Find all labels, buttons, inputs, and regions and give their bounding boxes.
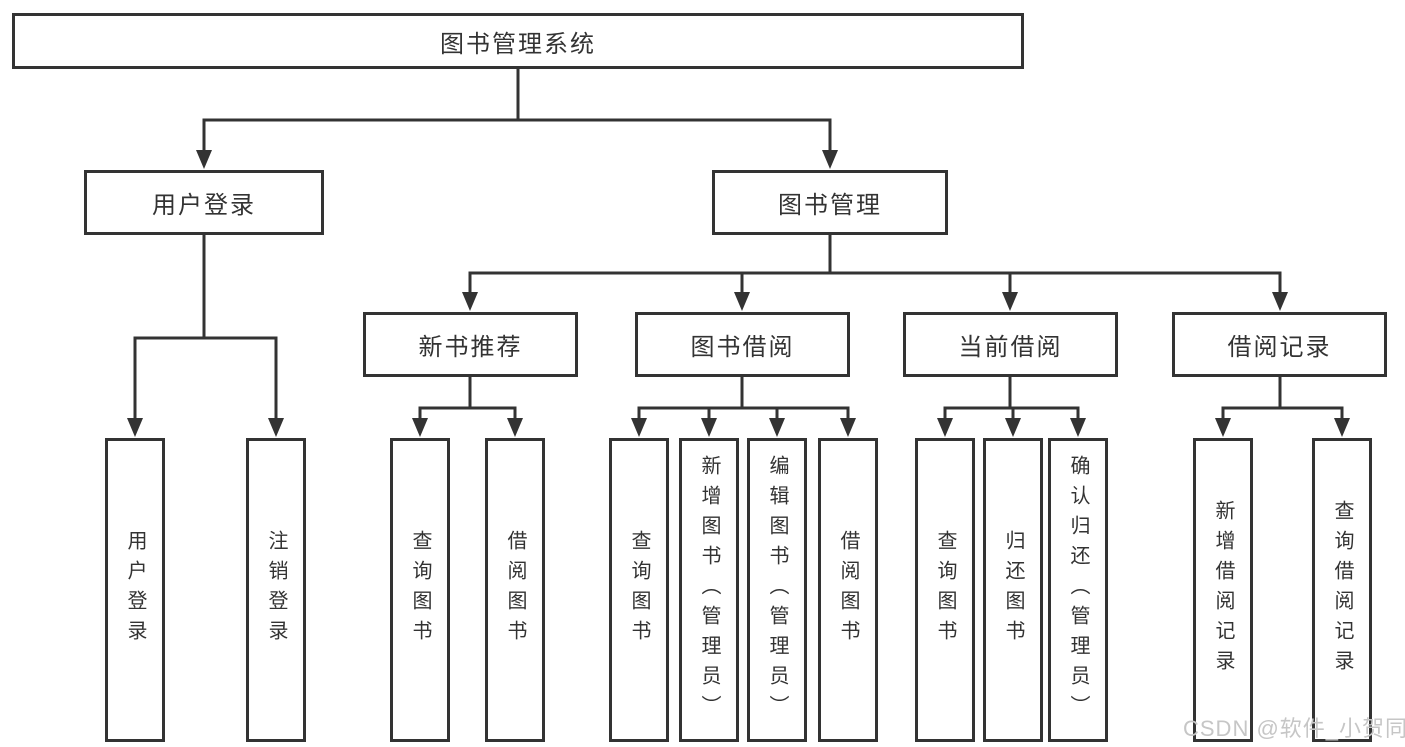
arrowhead-leaf [769, 418, 785, 437]
arrowhead-book-borrow [734, 292, 750, 311]
arrowhead-leaf [1005, 418, 1021, 437]
leaf-query-books-recommend: 查询图书 [390, 438, 450, 742]
node-book-borrowing: 图书借阅 [635, 312, 850, 377]
leaf-query-borrow-record: 查询借阅记录 [1312, 438, 1372, 742]
arrowhead-new-books [462, 292, 478, 311]
arrowhead-leaf [1334, 418, 1350, 437]
leaf-query-books-borrow: 查询图书 [609, 438, 669, 742]
arrowhead-leaf [701, 418, 717, 437]
leaf-user-login: 用户登录 [105, 438, 165, 742]
arrowhead-leaf-logout [268, 418, 284, 437]
node-library-system: 图书管理系统 [12, 13, 1024, 69]
arrowhead-book-management [822, 150, 838, 169]
node-new-book-recommendation: 新书推荐 [363, 312, 578, 377]
leaf-logout: 注销登录 [246, 438, 306, 742]
node-current-borrowing: 当前借阅 [903, 312, 1118, 377]
leaf-edit-books-admin: 编辑图书（管理员） [747, 438, 807, 742]
node-borrowing-records: 借阅记录 [1172, 312, 1387, 377]
node-book-management: 图书管理 [712, 170, 948, 235]
leaf-borrow-books: 借阅图书 [818, 438, 878, 742]
arrowhead-current-borrow [1002, 292, 1018, 311]
leaf-add-borrow-record: 新增借阅记录 [1193, 438, 1253, 742]
arrowhead-leaf [412, 418, 428, 437]
leaf-borrow-books-recommend: 借阅图书 [485, 438, 545, 742]
arrowhead-leaf [937, 418, 953, 437]
arrowhead-leaf [1070, 418, 1086, 437]
arrowhead-user-login [196, 150, 212, 169]
arrowhead-leaf [1215, 418, 1231, 437]
leaf-confirm-return-admin: 确认归还（管理员） [1048, 438, 1108, 742]
arrowhead-leaf-login [127, 418, 143, 437]
leaf-add-books-admin: 新增图书（管理员） [679, 438, 739, 742]
arrowhead-leaf [631, 418, 647, 437]
node-user-login: 用户登录 [84, 170, 324, 235]
csdn-watermark: CSDN @软件_小贺同学 [1183, 716, 1405, 741]
arrowhead-borrow-records [1272, 292, 1288, 311]
arrowhead-leaf [840, 418, 856, 437]
leaf-query-books-current: 查询图书 [915, 438, 975, 742]
arrowhead-leaf [507, 418, 523, 437]
leaf-return-books: 归还图书 [983, 438, 1043, 742]
